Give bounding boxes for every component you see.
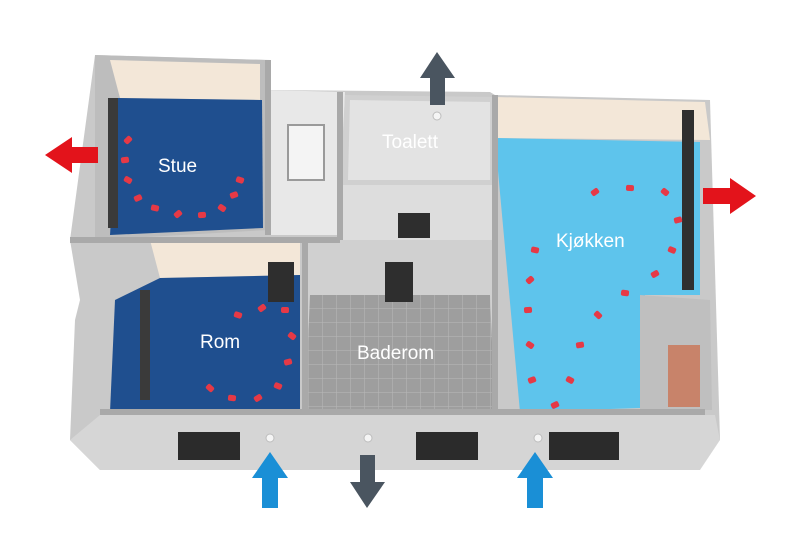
room-label-toalett: Toalett — [382, 132, 439, 153]
arrow-up-icon — [252, 452, 288, 508]
airflow-dot — [620, 289, 630, 297]
room-label-kjokken: Kjøkken — [556, 231, 625, 252]
arrow-extract-left — [45, 137, 98, 173]
airflow-dot — [550, 401, 560, 409]
airflow-dot — [150, 204, 160, 212]
airflow-dot — [575, 341, 585, 349]
room-toalett — [340, 95, 495, 240]
airflow-dot — [133, 194, 143, 202]
rom-window — [140, 290, 150, 400]
arrow-up-icon — [420, 52, 455, 105]
airflow-dot — [197, 211, 207, 219]
airflow-dot — [667, 246, 677, 254]
interior-walls — [70, 60, 705, 415]
airflow-dot — [280, 306, 290, 314]
airflow-dot — [525, 341, 535, 349]
room-kjokken — [495, 97, 712, 412]
airflow-dot — [205, 383, 215, 393]
airflow-dot — [525, 275, 535, 285]
room-label-rom: Rom — [200, 332, 240, 353]
airflow-dot — [123, 176, 133, 184]
toalett-door — [398, 213, 430, 238]
airflow-dot — [625, 184, 635, 192]
arrow-right-icon — [703, 178, 756, 214]
arrow-supply-right — [517, 452, 553, 508]
airflow-dot — [235, 176, 245, 184]
hall-door — [287, 124, 325, 181]
arrow-up-icon — [517, 452, 553, 508]
arrow-extract-right — [703, 178, 756, 214]
airflow-dot — [287, 331, 297, 341]
kjokken-window — [682, 110, 694, 290]
airflow-dot — [590, 188, 600, 196]
airflow-dot — [523, 306, 533, 314]
room-stue — [95, 55, 268, 240]
airflow-dot — [233, 311, 243, 319]
airflow-dot — [229, 191, 239, 199]
hallway — [265, 90, 345, 235]
arrow-down-icon — [350, 455, 385, 508]
airflow-dot — [217, 204, 227, 212]
room-baderom — [305, 240, 495, 412]
baderom-door — [385, 262, 413, 302]
room-label-stue: Stue — [158, 156, 197, 177]
airflow-dot — [593, 310, 603, 320]
airflow-dot — [530, 246, 540, 254]
airflow-dot — [173, 209, 183, 219]
airflow-dots — [120, 135, 683, 409]
airflow-dot — [283, 358, 293, 366]
stue-window — [108, 98, 118, 228]
airflow-dot — [673, 216, 683, 224]
airflow-dot — [660, 187, 670, 197]
airflow-dot — [565, 376, 575, 384]
airflow-dot — [253, 394, 263, 402]
arrow-exhaust-bottom — [350, 455, 385, 508]
airflow-dot — [227, 394, 237, 402]
room-rom — [110, 240, 300, 412]
arrow-supply-left — [252, 452, 288, 508]
airflow-dot — [257, 304, 267, 312]
airflow-dot — [527, 376, 537, 384]
rom-door — [268, 262, 294, 302]
facade-vents — [265, 111, 543, 443]
room-label-baderom: Baderom — [357, 343, 434, 364]
airflow-dot — [120, 156, 130, 164]
airflow-dot — [273, 382, 283, 390]
kjokken-stove — [668, 345, 700, 407]
arrow-exhaust-top — [420, 52, 455, 105]
airflow-dot — [650, 270, 660, 278]
arrow-left-icon — [45, 137, 98, 173]
airflow-dot — [123, 135, 133, 145]
facade-windows — [178, 432, 619, 460]
